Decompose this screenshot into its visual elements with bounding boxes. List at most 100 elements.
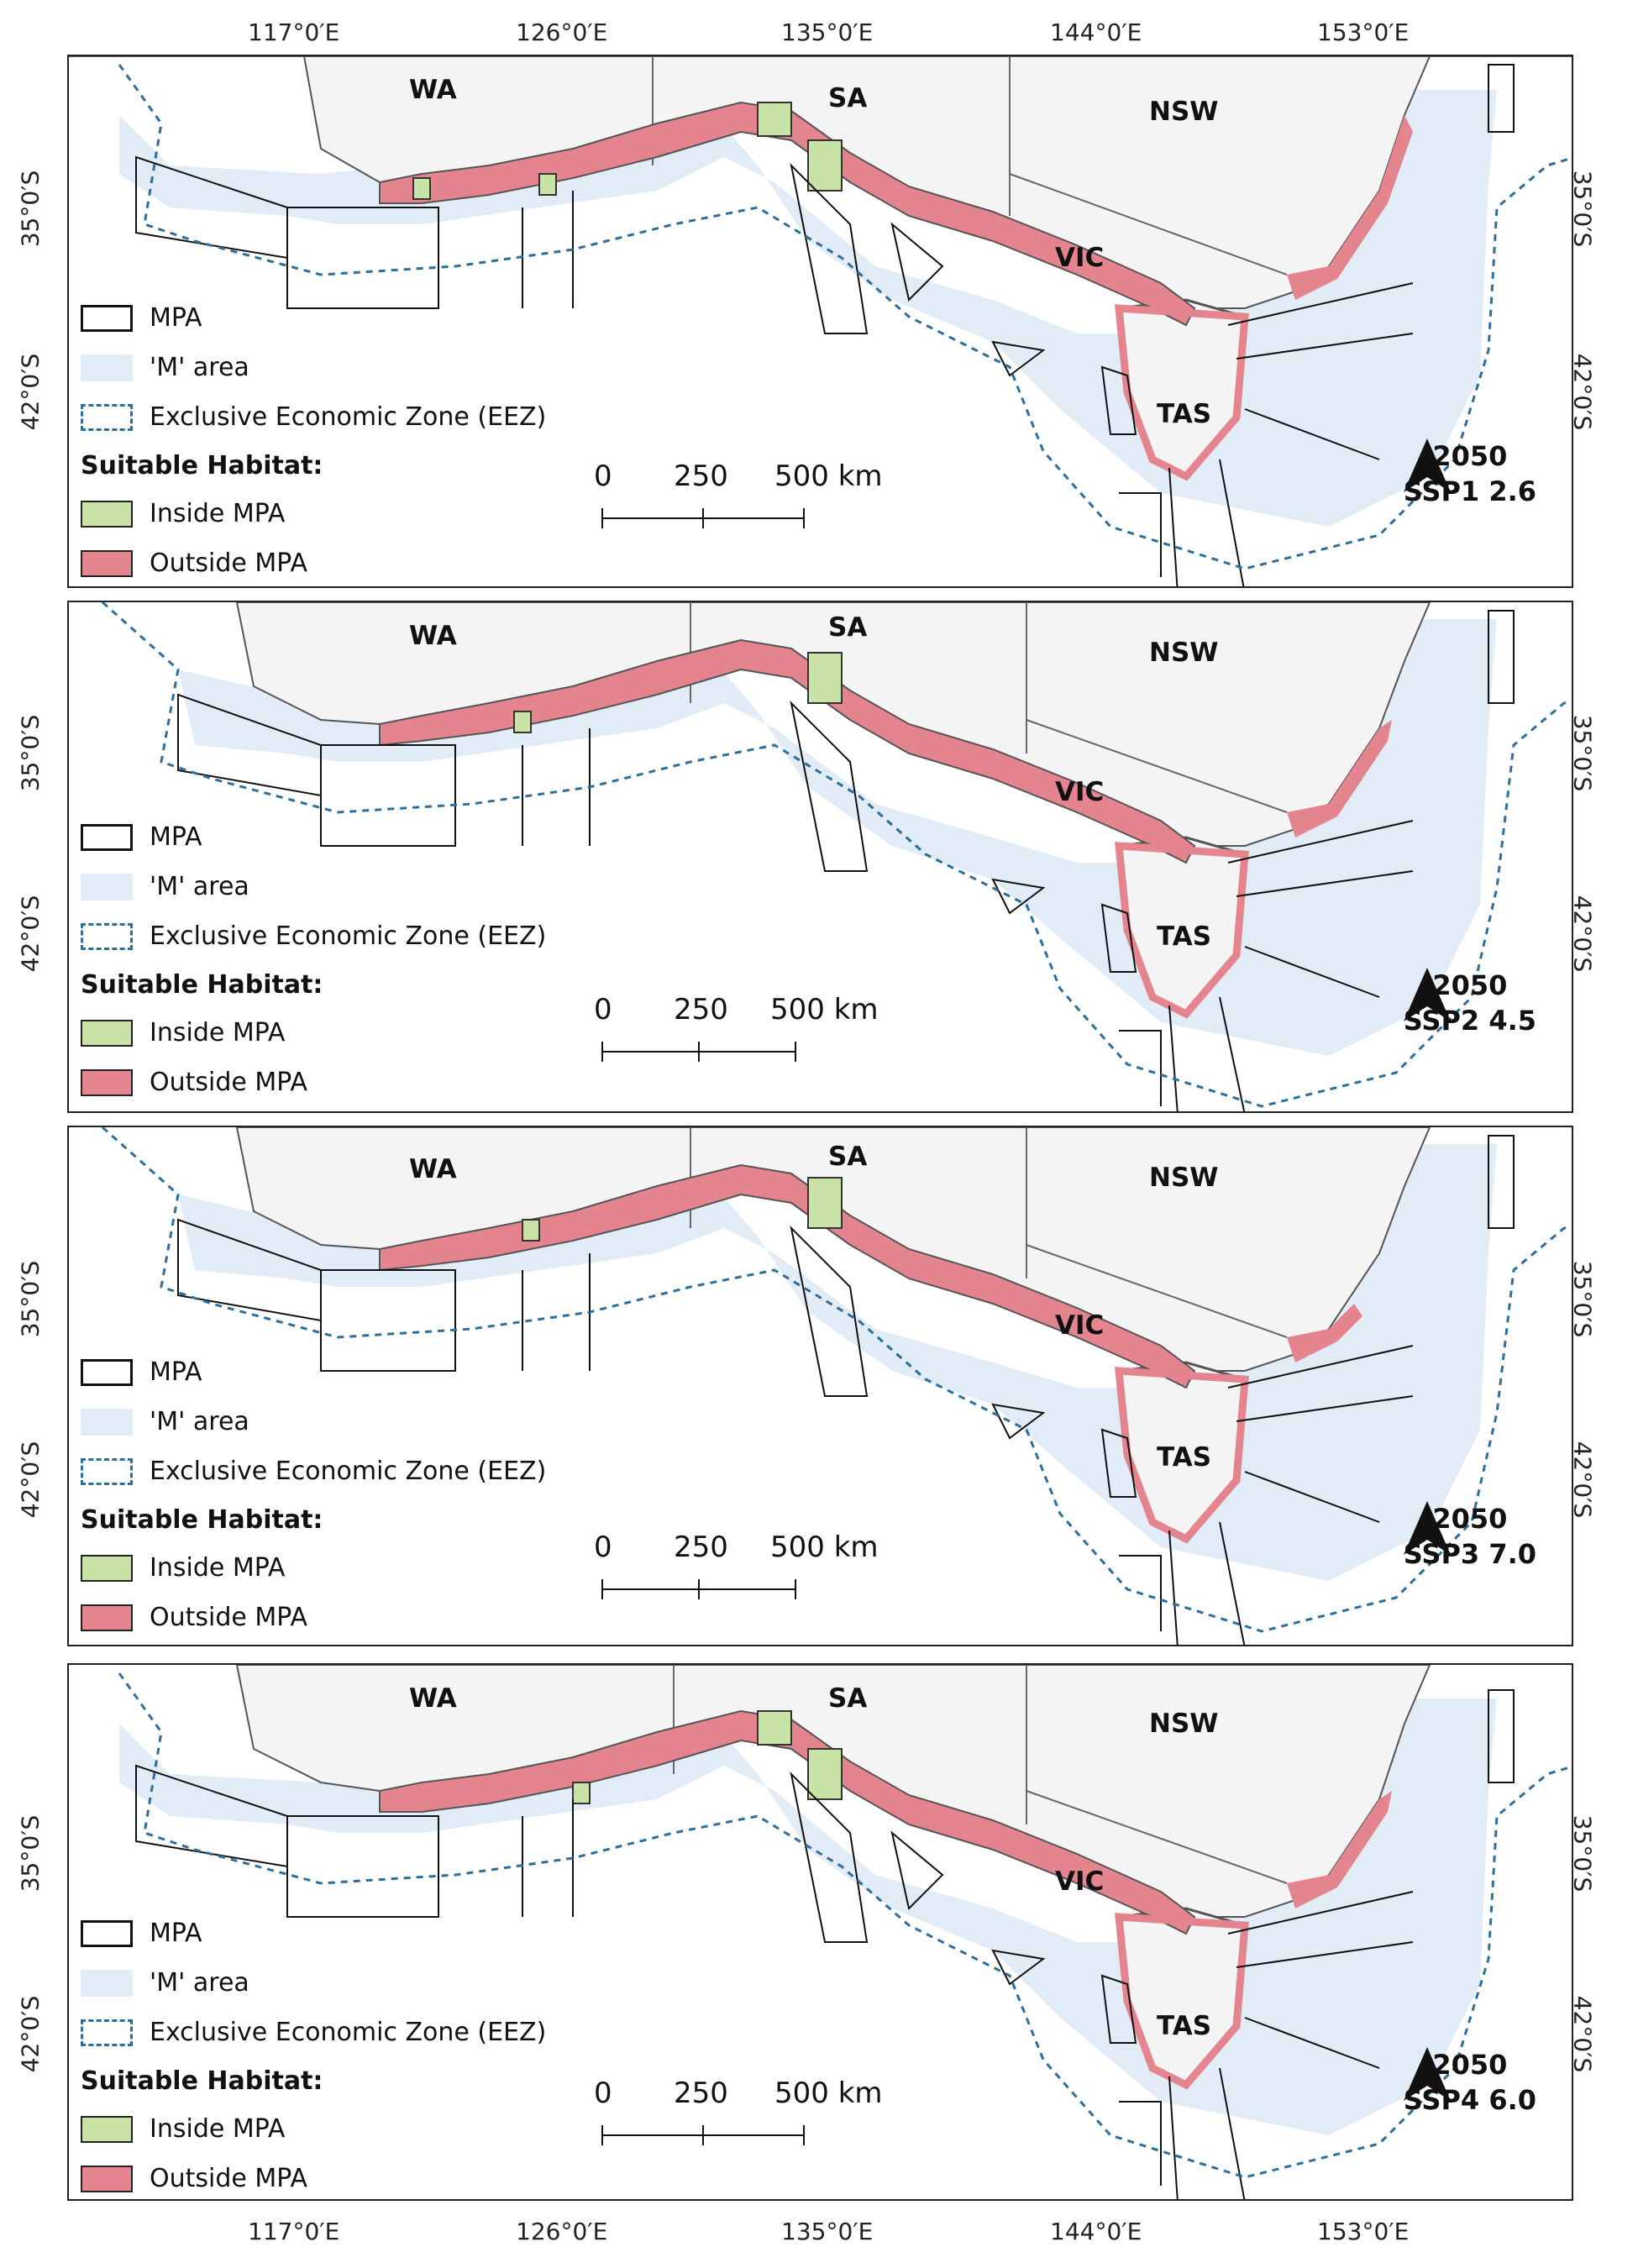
scale-label: 250 [674,993,728,1026]
legend-label: Exclusive Economic Zone (EEZ) [150,2018,547,2047]
legend-label: MPA [150,303,202,333]
outside-swatch [81,1068,133,1096]
lat-tick: 42°0′S [16,353,45,431]
scenario-name: SSP1 2.6 [1403,475,1536,507]
legend-label: Inside MPA [150,1553,286,1583]
state-label-sa: SA [828,612,868,643]
legend-heading: Suitable Habitat: [81,969,323,1000]
scenario-year: 2050 [1432,1503,1508,1535]
scenario-label: 2050 SSP4 6.0 [1403,2047,1536,2118]
scale-line [601,508,805,528]
habitat-outside-mpa-tas [1114,1367,1249,1544]
habitat-inside-mpa [807,1177,843,1229]
scale-label: 250 [674,2076,728,2110]
north-arrow-icon [1403,968,1451,1021]
scenario-name: SSP4 6.0 [1403,2084,1536,2116]
lat-tick: 42°0′S [16,1995,45,2073]
lat-tick: 35°0′S [16,1260,45,1338]
eez-swatch [81,2019,133,2046]
state-label-tas: TAS [1157,921,1212,952]
map-canvas [69,56,1572,586]
legend-label: 'M' area [150,1968,249,1998]
habitat-outside-mpa [379,101,1196,327]
eez-swatch [81,1457,133,1485]
state-label-nsw: NSW [1149,97,1219,127]
state-label-tas: TAS [1157,1442,1212,1473]
state-label-wa: WA [409,75,457,105]
scale-bar: 0 250 500 km [594,993,879,1077]
inside-swatch [81,500,133,528]
legend: MPA 'M' area Exclusive Economic Zone (EE… [81,1908,546,2199]
map-canvas [118,1665,1572,2199]
legend-item-outside: Outside MPA [81,1593,546,1642]
state-label-sa: SA [828,1142,868,1172]
north-arrow-icon [1403,438,1451,492]
legend-label: 'M' area [150,353,249,382]
legend-item-eez: Exclusive Economic Zone (EEZ) [81,392,546,442]
scale-bar: 0 250 500 km [594,1530,879,1614]
scenario-year: 2050 [1432,969,1508,1001]
state-label-tas: TAS [1157,399,1212,429]
state-label-tas: TAS [1157,2011,1212,2041]
habitat-inside-mpa [807,139,843,192]
legend-label: MPA [150,1919,202,1948]
legend-label: Outside MPA [150,1068,307,1097]
habitat-inside-mpa [572,1782,591,1804]
lon-tick: 153°0′E [1317,2218,1410,2245]
legend-heading: Suitable Habitat: [81,1504,323,1535]
nsw-vic-border [1026,1244,1288,1338]
inside-swatch [81,1019,133,1047]
legend-item-m-area: 'M' area [81,1958,546,2008]
legend-label: 'M' area [150,1407,249,1436]
scale-label: 250 [674,459,728,493]
eez-boundary [102,602,1572,1108]
lat-tick: 42°0′S [16,895,45,973]
legend-item-mpa: MPA [81,1347,546,1397]
state-label-vic: VIC [1055,1310,1105,1341]
legend-item-eez: Exclusive Economic Zone (EEZ) [81,2008,546,2057]
state-label-wa: WA [409,621,457,651]
scenario-label: 2050 SSP3 7.0 [1403,1501,1536,1572]
state-label-vic: VIC [1055,1866,1105,1897]
lon-tick: 117°0′E [248,18,340,46]
inside-swatch [81,2115,133,2143]
habitat-inside-mpa [757,102,792,137]
outside-swatch [81,2165,133,2192]
nsw-vic-border [1026,719,1288,813]
lon-tick: 126°0′E [516,2218,608,2245]
legend-label: Inside MPA [150,2114,286,2144]
state-label-vic: VIC [1055,777,1105,807]
habitat-outside-mpa-tas [1114,304,1249,481]
scenario-name: SSP2 4.5 [1403,1005,1536,1037]
state-label-nsw: NSW [1149,638,1219,668]
legend-item-eez: Exclusive Economic Zone (EEZ) [81,1446,546,1496]
scale-label: 500 km [774,2076,883,2110]
scale-line [601,2125,805,2145]
lon-tick: 135°0′E [781,18,874,46]
habitat-inside-mpa [522,1219,540,1242]
north-arrow-icon [1403,1501,1451,1555]
eez-boundary [118,64,1572,570]
lon-tick: 144°0′E [1050,18,1142,46]
map-canvas [102,602,1572,1111]
habitat-outside-mpa-tas [1114,1913,1249,2090]
legend-label: Exclusive Economic Zone (EEZ) [150,402,547,432]
state-label-nsw: NSW [1149,1163,1219,1193]
legend-item-m-area: 'M' area [81,343,546,392]
outside-swatch [81,1604,133,1631]
legend-item-inside: Inside MPA [81,1008,546,1058]
state-label-nsw: NSW [1149,1709,1219,1739]
lon-tick: 144°0′E [1050,2218,1142,2245]
map-canvas [102,1127,1572,1645]
legend-heading: Suitable Habitat: [81,450,323,480]
habitat-inside-mpa [807,1748,843,1800]
legend-label: Exclusive Economic Zone (EEZ) [150,1457,547,1486]
eez-boundary [102,1127,1572,1633]
scenario-label: 2050 SSP2 4.5 [1403,968,1536,1038]
legend-label: MPA [150,1357,202,1387]
map-panel-2: WA SA NSW VIC TAS MPA 'M' area Exclusive… [67,601,1573,1113]
scale-label: 0 [594,1530,612,1564]
eez-swatch [81,403,133,431]
mpa-swatch [81,1919,133,1947]
legend-item-eez: Exclusive Economic Zone (EEZ) [81,911,546,961]
